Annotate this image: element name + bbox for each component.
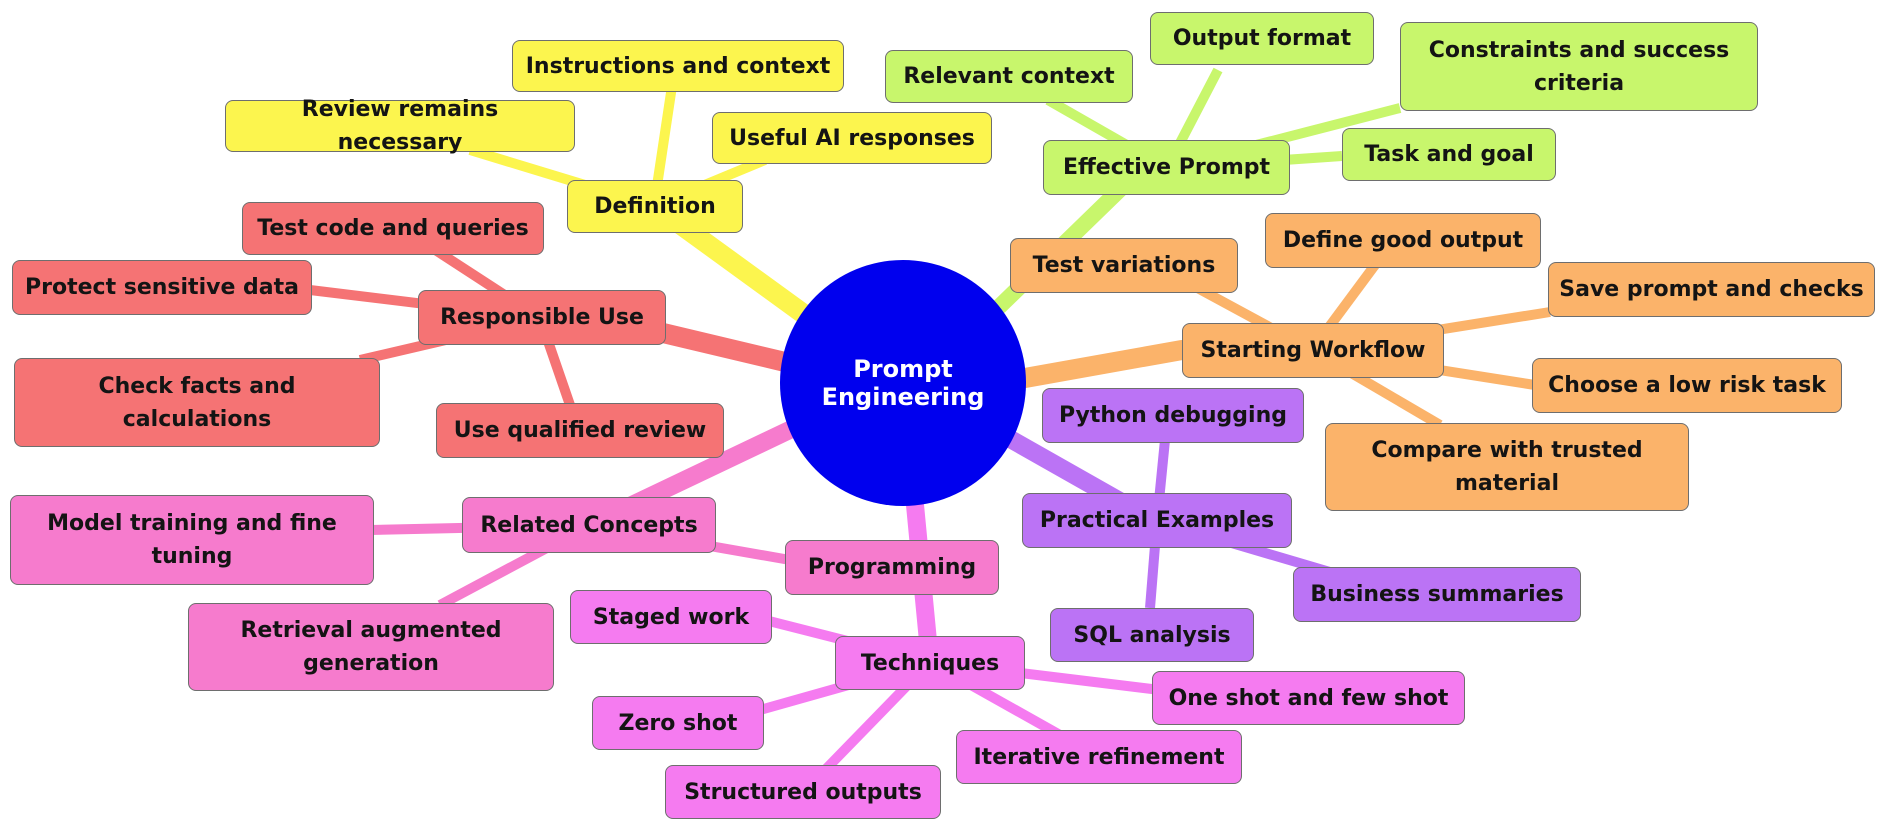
node-check-facts-and-calculations[interactable]: Check facts and calculations: [14, 358, 380, 447]
node-constraints-and-success-criteria[interactable]: Constraints and success criteria: [1400, 22, 1758, 111]
node-programming[interactable]: Programming: [785, 540, 999, 595]
node-business-summaries[interactable]: Business summaries: [1293, 567, 1581, 622]
center-label: Prompt Engineering: [821, 355, 985, 411]
node-retrieval-augmented-generation[interactable]: Retrieval augmented generation: [188, 603, 554, 691]
branch-definition[interactable]: Definition: [567, 180, 743, 233]
node-test-code-and-queries[interactable]: Test code and queries: [242, 202, 544, 255]
node-staged-work[interactable]: Staged work: [570, 590, 772, 644]
node-zero-shot[interactable]: Zero shot: [592, 696, 764, 750]
branch-practical-examples[interactable]: Practical Examples: [1022, 493, 1292, 548]
node-test-variations[interactable]: Test variations: [1010, 238, 1238, 293]
node-save-prompt-and-checks[interactable]: Save prompt and checks: [1548, 262, 1875, 317]
branch-starting-workflow[interactable]: Starting Workflow: [1182, 323, 1444, 378]
node-sql-analysis[interactable]: SQL analysis: [1050, 608, 1254, 662]
branch-related-concepts[interactable]: Related Concepts: [462, 497, 716, 553]
node-choose-a-low-risk-task[interactable]: Choose a low risk task: [1532, 358, 1842, 413]
node-useful-ai-responses[interactable]: Useful AI responses: [712, 112, 992, 164]
branch-effective-prompt[interactable]: Effective Prompt: [1043, 140, 1290, 195]
node-structured-outputs[interactable]: Structured outputs: [665, 765, 941, 819]
node-one-shot-and-few-shot[interactable]: One shot and few shot: [1152, 671, 1465, 725]
node-define-good-output[interactable]: Define good output: [1265, 213, 1541, 268]
node-task-and-goal[interactable]: Task and goal: [1342, 128, 1556, 181]
node-python-debugging[interactable]: Python debugging: [1042, 388, 1304, 443]
node-relevant-context[interactable]: Relevant context: [885, 50, 1133, 103]
node-iterative-refinement[interactable]: Iterative refinement: [956, 730, 1242, 784]
edge-center-starting-workflow: [1015, 340, 1192, 388]
node-model-training-and-fine-tuning[interactable]: Model training and fine tuning: [10, 495, 374, 585]
node-protect-sensitive-data[interactable]: Protect sensitive data: [12, 260, 312, 315]
node-output-format[interactable]: Output format: [1150, 12, 1374, 65]
center-node[interactable]: Prompt Engineering: [780, 260, 1026, 506]
node-use-qualified-review[interactable]: Use qualified review: [436, 403, 724, 458]
node-review-remains-necessary[interactable]: Review remains necessary: [225, 97, 575, 155]
branch-responsible-use[interactable]: Responsible Use: [418, 290, 666, 345]
node-instructions-and-context[interactable]: Instructions and context: [512, 40, 844, 92]
node-compare-with-trusted-material[interactable]: Compare with trusted material: [1325, 423, 1689, 511]
branch-techniques[interactable]: Techniques: [835, 636, 1025, 690]
